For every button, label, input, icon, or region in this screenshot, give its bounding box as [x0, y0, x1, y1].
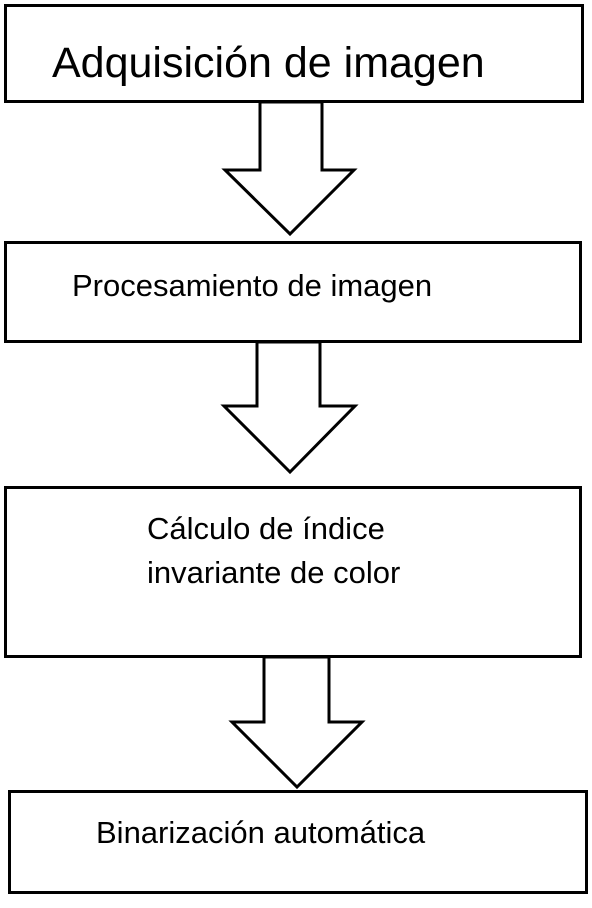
step-label-binarizacion: Binarización automática: [96, 815, 426, 850]
down-arrow-3: [228, 655, 366, 790]
step-box-calculo-indice: Cálculo de índice invariante de color: [4, 486, 582, 658]
step-box-binarizacion: Binarización automática: [8, 790, 588, 894]
step-label-calculo-line2: invariante de color: [147, 555, 401, 590]
step-label-adquisicion: Adquisición de imagen: [52, 39, 485, 87]
down-arrow-1: [221, 100, 358, 237]
step-label-calculo-line1: Cálculo de índice: [147, 511, 385, 546]
down-arrow-2: [220, 340, 359, 475]
step-box-adquisicion: Adquisición de imagen: [4, 4, 584, 103]
step-label-procesamiento: Procesamiento de imagen: [72, 268, 433, 303]
step-box-procesamiento: Procesamiento de imagen: [4, 241, 582, 343]
